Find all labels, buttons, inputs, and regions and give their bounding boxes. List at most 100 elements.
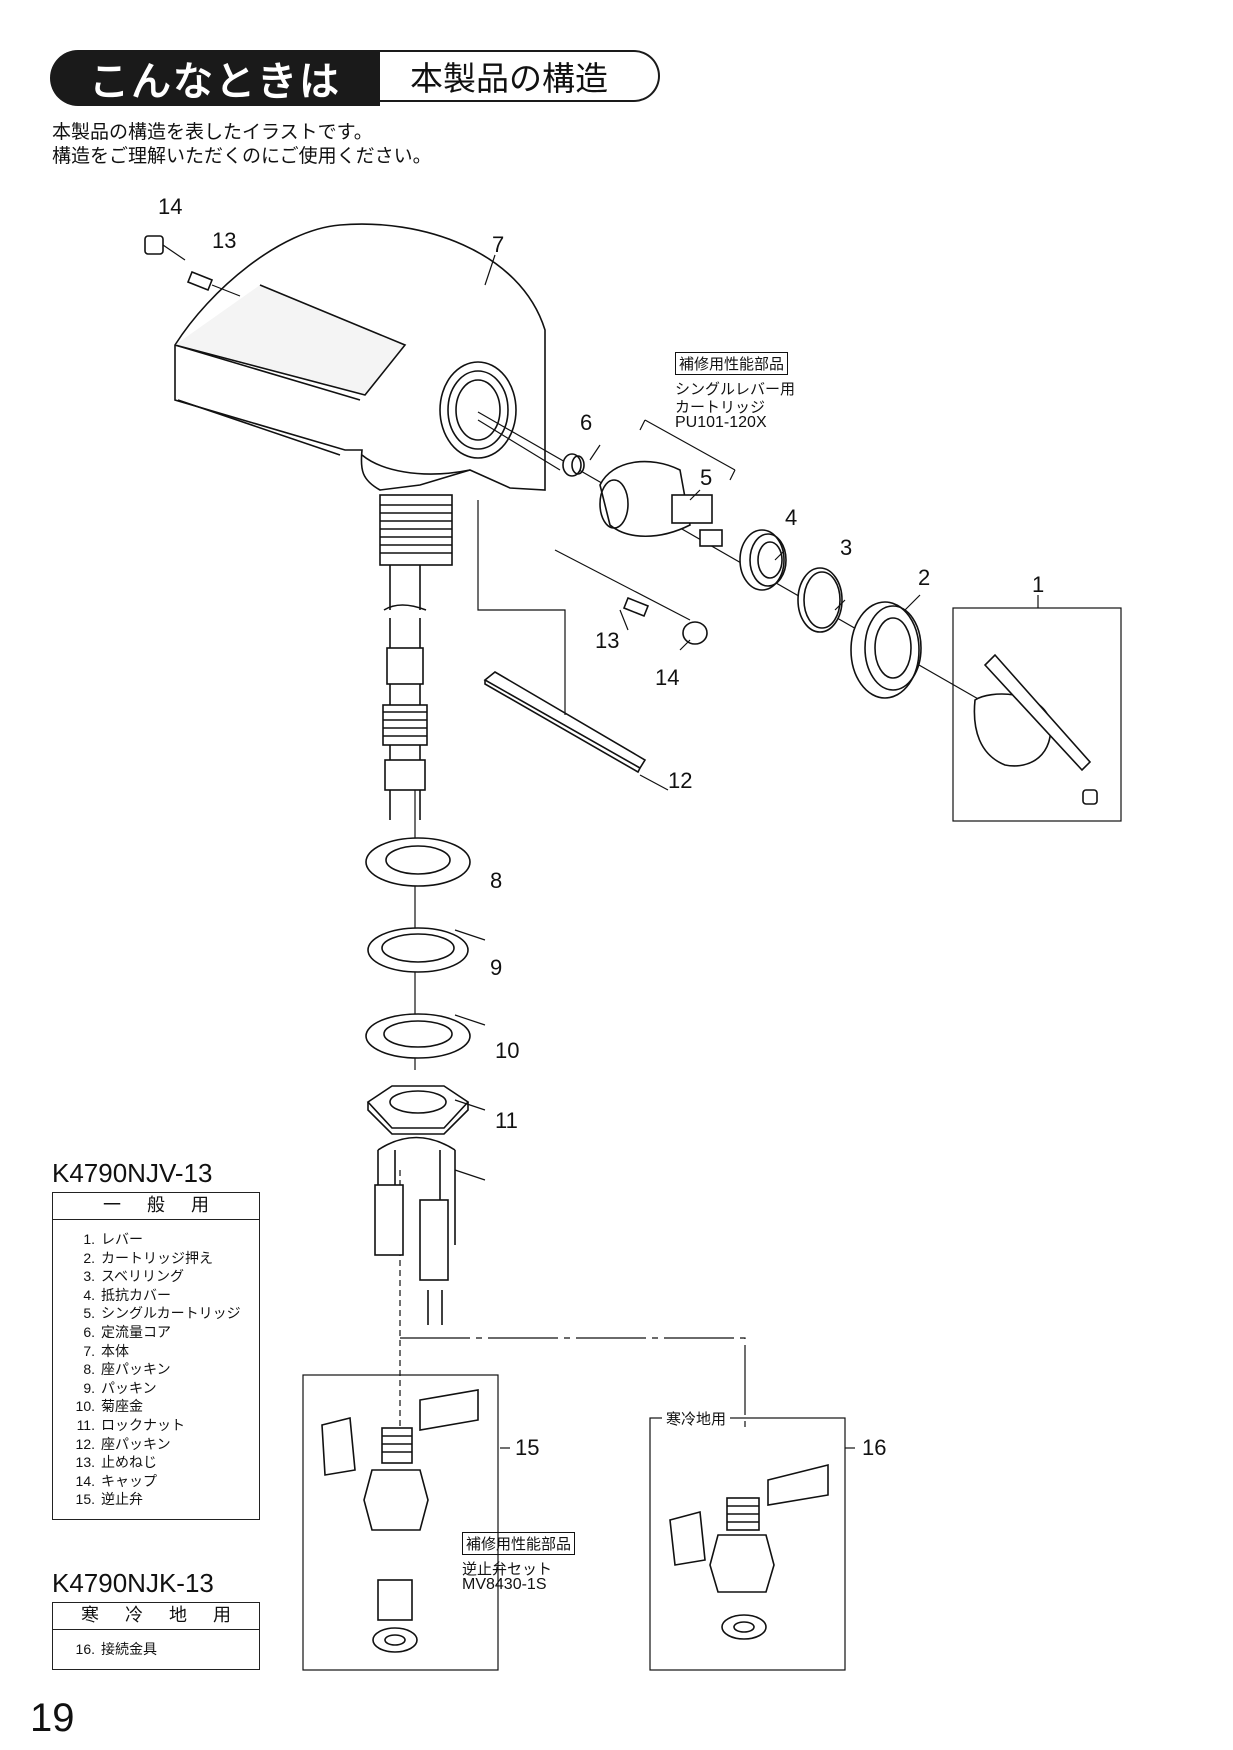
callout-11: 11: [495, 1108, 518, 1133]
part-13-set-screw-bottom: [622, 596, 650, 618]
part-item: 1. レバー: [69, 1230, 251, 1249]
callout-10: 10: [495, 1038, 520, 1063]
cartridge-name-line-2: カートリッジ: [675, 398, 766, 416]
part-item: 12. 座パッキン: [69, 1435, 251, 1454]
part-item-name: 座パッキン: [101, 1362, 171, 1379]
part-item-name: ロックナット: [101, 1417, 185, 1434]
part-item-number: 10.: [75, 1398, 95, 1415]
part-8-seat-packing: [365, 837, 471, 887]
valve-set-name: 逆止弁セット: [462, 1560, 553, 1578]
parts-table-cold-header: 寒冷地用: [53, 1603, 259, 1630]
part-item: 2. カートリッジ押え: [69, 1249, 251, 1268]
callout-4: 4: [785, 505, 798, 530]
part-item: 15. 逆止弁: [69, 1490, 251, 1509]
part-item-name: 逆止弁: [101, 1492, 143, 1509]
part-item: 3.スベリリング: [69, 1267, 251, 1286]
callout-13-bottom: 13: [595, 628, 620, 653]
callout-5: 5: [700, 465, 713, 490]
part-9-packing: [367, 927, 469, 973]
part-item: 8. 座パッキン: [69, 1360, 251, 1379]
part-item-number: 4.: [83, 1286, 95, 1303]
part-15-check-valve: [321, 1389, 479, 1653]
part-item-name: 本体: [101, 1343, 129, 1360]
section-header: こんなときは 本製品の構造: [50, 50, 662, 106]
callout-15: 15: [515, 1435, 540, 1460]
valve-set-code: MV8430-1S: [462, 1576, 547, 1593]
part-item-number: 7.: [83, 1342, 95, 1359]
callout-14-top: 14: [158, 194, 183, 219]
part-item-number: 8.: [83, 1361, 95, 1378]
callout-8: 8: [490, 868, 503, 893]
part-item-number: 1.: [83, 1231, 95, 1247]
repair-part-tag-cartridge: 補修用性能部品: [675, 352, 789, 375]
part-item-name: レバー: [101, 1232, 143, 1248]
callout-7: 7: [492, 232, 505, 257]
callout-12: 12: [668, 768, 693, 793]
part-6-flow-core: [562, 453, 585, 477]
cartridge-code: PU101-120X: [675, 414, 767, 431]
cold-region-label: 寒冷地用: [662, 1408, 731, 1429]
callout-1: 1: [1032, 572, 1045, 597]
part-item-name: 止めねじ: [101, 1455, 157, 1472]
part-12-seat-packing: [477, 500, 647, 774]
part-13-set-screw-top: [186, 270, 241, 297]
part-item-number: 11.: [76, 1416, 95, 1433]
part-15-box: [302, 1374, 499, 1671]
callout-14-bottom: 14: [655, 665, 680, 690]
supply-hoses: [382, 565, 428, 820]
intro-line-2: 構造をご理解いただくのにご使用ください。: [52, 145, 432, 167]
section-title: 本製品の構造: [380, 50, 660, 102]
part-10-lock-washer: [365, 1013, 471, 1059]
part-5-cartridge: [599, 460, 723, 547]
part-item-name: キャップ: [101, 1473, 157, 1490]
part-item: 4. 抵抗カバー: [69, 1286, 251, 1305]
part-item: 11. ロックナット: [69, 1416, 251, 1435]
part-item-number: 2.: [83, 1249, 95, 1266]
part-1-box: [952, 607, 1122, 822]
part-14-cap-bottom: [682, 621, 708, 645]
part-item-number: 6.: [83, 1323, 95, 1340]
part-item: 7. 本体: [69, 1342, 251, 1361]
section-tag: こんなときは: [50, 50, 380, 106]
part-14-cap-top: [144, 235, 186, 261]
part-3-slide-ring: [797, 567, 843, 633]
part-item-number: 14.: [75, 1472, 95, 1489]
part-4-resistance-cover: [739, 529, 787, 591]
part-item-name: スベリリング: [101, 1269, 185, 1286]
intro-line-1: 本製品の構造を表したイラストです。: [52, 121, 373, 143]
part-item-name: パッキン: [101, 1380, 157, 1397]
model-general-name: K4790NJV-13: [52, 1158, 213, 1188]
part-item: 14. キャップ: [69, 1472, 251, 1491]
part-item-number: 16.: [75, 1641, 95, 1657]
repair-part-tag-valve: 補修用性能部品: [462, 1532, 576, 1555]
part-item-name: シングルカートリッジ: [101, 1306, 241, 1323]
cartridge-name-line-1: シングルレバー用: [675, 380, 796, 398]
part-item-name: カートリッジ押え: [101, 1250, 213, 1267]
part-item-name: 菊座金: [101, 1399, 143, 1416]
part-11-lock-nut: [366, 1085, 470, 1135]
part-item-name: 接続金具: [101, 1642, 157, 1658]
part-item: 6. 定流量コア: [69, 1323, 251, 1342]
parts-list-cold: 16. 接続金具: [53, 1630, 259, 1669]
threaded-stem: [379, 494, 453, 566]
lower-hoses: [374, 1136, 456, 1325]
callout-16: 16: [862, 1435, 887, 1460]
part-16-box: [649, 1417, 846, 1671]
part-item-number: 15.: [75, 1491, 95, 1508]
part-item: 13.止めねじ: [69, 1453, 251, 1472]
part-item: 10. 菊座金: [69, 1397, 251, 1416]
part-item-number: 5.: [83, 1305, 95, 1322]
part-item: 9.パッキン: [69, 1379, 251, 1398]
part-item-name: 抵抗カバー: [101, 1287, 171, 1304]
part-item-number: 12.: [75, 1435, 95, 1452]
callout-13-top: 13: [212, 228, 237, 253]
part-item-name: 定流量コア: [101, 1324, 171, 1341]
spout-body: [174, 223, 546, 491]
part-item: 16. 接続金具: [69, 1640, 251, 1659]
parts-table-cold: 寒冷地用 16. 接続金具: [52, 1602, 260, 1670]
callout-9: 9: [490, 955, 503, 980]
model-cold-name: K4790NJK-13: [52, 1568, 214, 1598]
part-item-name: 座パッキン: [101, 1436, 171, 1453]
